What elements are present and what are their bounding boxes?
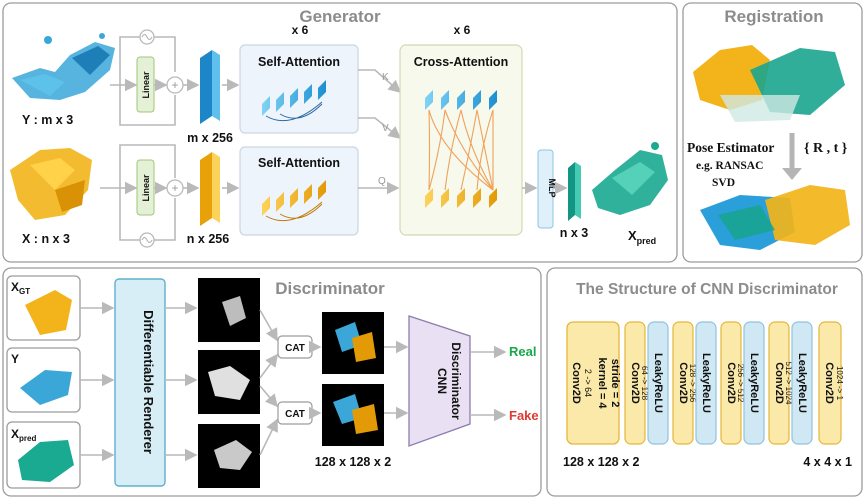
y-feature-block (200, 50, 212, 124)
cnn-conv-5-dims: 1024 -> 1 (835, 366, 844, 401)
point-cloud-xpred-icon (592, 142, 668, 215)
cnn-structure-title: The Structure of CNN Discriminator (576, 281, 838, 298)
cnn-label-2: Discriminator (449, 342, 463, 420)
x-feature-label: n x 256 (187, 232, 229, 246)
generator-title: Generator (299, 7, 381, 26)
cross-attention-links-icon (425, 90, 497, 208)
cnn-first-conv-block (566, 321, 620, 445)
cnn-conv-3 (720, 321, 742, 445)
differentiable-renderer-block (114, 278, 166, 487)
discriminator-title: Discriminator (275, 279, 385, 298)
cnn-conv-4-dims: 512 -> 1024 (784, 362, 793, 405)
cnn-conv-1-dims: 64 -> 128 (640, 366, 649, 401)
cnn-leaky-2 (695, 321, 717, 445)
cnn-first-conv-l2: 2 -> 64 (583, 369, 593, 397)
cnn-first-conv-l1: Conv2D (570, 362, 582, 404)
cnn-conv-2 (672, 321, 694, 445)
y-self-attention-block (239, 44, 359, 134)
xpred-label: Xpred (628, 228, 656, 246)
cnn-out-dims: 4 x 4 x 1 (803, 455, 852, 469)
renderer-label: Differentiable Renderer (141, 310, 156, 454)
point-cloud-y-icon (12, 33, 115, 100)
registration-title: Registration (724, 7, 823, 26)
pose-estimator-label: Pose Estimator (687, 140, 774, 155)
pose-svd-label: SVD (712, 177, 735, 189)
cnn-conv-4 (768, 321, 790, 445)
y-feature-label: m x 256 (187, 131, 233, 145)
cnn-conv-1-label: Conv2D (629, 362, 641, 404)
x-attention-tokens-icon (262, 180, 326, 222)
y-self-attention-label: Self-Attention (258, 55, 340, 69)
cnn-conv-5 (818, 321, 842, 445)
mlp-label: MLP (547, 179, 557, 198)
output-dim-label: n x 3 (560, 226, 589, 240)
cnn-leaky-1-label: LeakyReLU (652, 353, 664, 413)
cnn-first-conv-l4: stride = 2 (609, 359, 621, 408)
cnn-leaky-3 (743, 321, 765, 445)
cnn-conv-3-dims: 256 -> 512 (736, 364, 745, 403)
cnn-leaky-2-label: LeakyReLU (700, 353, 712, 413)
y-attention-tokens-icon (262, 80, 326, 122)
cnn-conv-2-dims: 128 -> 256 (688, 364, 697, 403)
cnn-conv-3-label: Conv2D (725, 362, 737, 404)
cat-bottom-label: CAT (285, 409, 305, 420)
cnn-leaky-4-label: LeakyReLU (796, 353, 808, 413)
cat-top-label: CAT (285, 343, 305, 354)
q-label: Q (378, 176, 386, 187)
y-linear-label: Linear (141, 71, 151, 99)
x-linear-label: Linear (141, 174, 151, 202)
k-label: K (382, 72, 389, 83)
x-self-attention-label: Self-Attention (258, 156, 340, 170)
sa-repeat-label: x 6 (292, 23, 309, 37)
cnn-conv-1 (624, 321, 646, 445)
x-feature-block (200, 152, 212, 226)
v-label: V (382, 123, 389, 134)
pair-dims-label: 128 x 128 x 2 (315, 455, 392, 469)
y-thumb-label: Y (11, 352, 19, 366)
cnn-leaky-3-label: LeakyReLU (748, 353, 760, 413)
point-cloud-x-icon (10, 148, 92, 220)
output-feature-block (568, 162, 575, 221)
fake-label: Fake (509, 408, 539, 423)
cnn-first-conv-l3: kernel = 4 (596, 357, 608, 409)
cnn-in-dims: 128 x 128 x 2 (563, 455, 640, 469)
cnn-leaky-4 (791, 321, 813, 445)
ca-repeat-label: x 6 (454, 23, 471, 37)
xpred-thumb-label: Xpred (11, 427, 36, 443)
pose-eg-label: e.g. RANSAC (696, 160, 763, 172)
y-plus-label: + (171, 78, 178, 92)
x-input-label: X : n x 3 (22, 232, 70, 246)
mlp-block (537, 149, 554, 229)
x-plus-label: + (171, 181, 178, 195)
cnn-conv-2-label: Conv2D (677, 362, 689, 404)
cnn-leaky-1 (647, 321, 669, 445)
registration-before-icon (693, 45, 845, 122)
cnn-discriminator-block (408, 315, 471, 447)
cnn-conv-5-label: Conv2D (823, 362, 835, 404)
registration-after-icon (700, 185, 850, 250)
real-label: Real (509, 344, 536, 359)
rt-label: { R , t } (804, 141, 848, 156)
x-self-attention-block (239, 146, 359, 236)
cross-attention-label: Cross-Attention (414, 55, 508, 69)
y-input-label: Y : m x 3 (22, 113, 73, 127)
cnn-label: CNN (435, 368, 449, 394)
cross-attention-block (399, 44, 523, 236)
xgt-label: XGT (11, 280, 30, 296)
cnn-conv-4-label: Conv2D (773, 362, 785, 404)
